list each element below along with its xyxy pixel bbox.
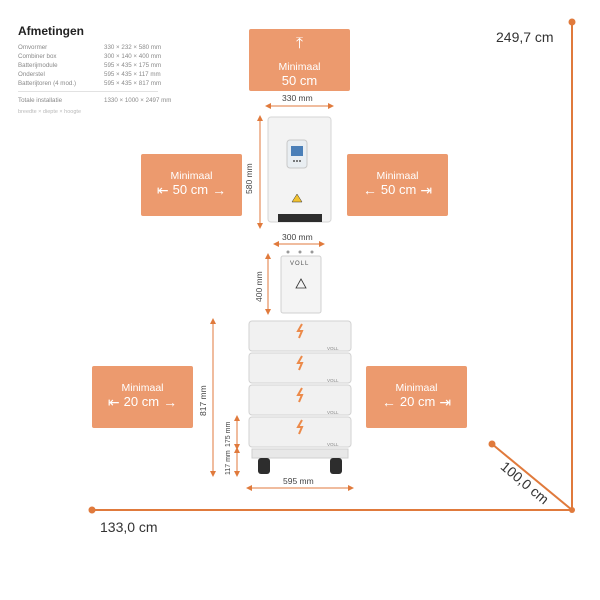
module-brand-label: VOLL — [327, 346, 339, 351]
arrow-right-icon: ⇥ — [439, 393, 452, 410]
total-height-label: 249,7 cm — [496, 29, 554, 45]
arrow-left-icon: ⇤ — [107, 393, 120, 410]
module-height-label: 175 mm — [225, 421, 232, 447]
arrow-right-icon: → — [163, 393, 178, 410]
inverter-width-label: 330 mm — [282, 93, 313, 103]
clearance-value: 50 cm — [172, 182, 209, 197]
spec-note: breedte × diepte × hoogte — [18, 109, 81, 115]
combiner-height-label: 400 mm — [254, 271, 264, 302]
combiner-brand-label: VOLL — [290, 261, 310, 267]
base-height-label: 117 mm — [225, 450, 232, 475]
clearance-value: 20 cm — [123, 394, 160, 409]
specs-title: Afmetingen — [18, 24, 84, 38]
module-brand-label: VOLL — [327, 378, 339, 383]
clearance-value: 20 cm — [399, 394, 436, 409]
module-brand-label: VOLL — [327, 410, 339, 415]
inverter-height-label: 580 mm — [244, 163, 254, 194]
spec-divider — [18, 91, 158, 92]
clearance-label: Minimaal — [278, 61, 321, 73]
clearance-right-box: Minimaal ←50 cm⇥ — [347, 154, 448, 216]
combiner-width-label: 300 mm — [282, 232, 313, 242]
clearance-top-box: ⤒ Minimaal 50 cm — [249, 29, 350, 91]
clearance-label: Minimaal — [376, 170, 419, 182]
arrow-left-icon: ← — [381, 393, 396, 410]
total-width-label: 133,0 cm — [100, 519, 158, 535]
arrow-up-icon: ⤒ — [295, 35, 304, 52]
arrow-left-icon: ⇤ — [156, 181, 169, 198]
clearance-value: 50 cm — [281, 73, 318, 88]
tower-width-label: 595 mm — [283, 476, 314, 486]
clearance-battery-right-box: Minimaal ←20 cm⇥ — [366, 366, 467, 428]
clearance-left-box: Minimaal ⇤50 cm→ — [141, 154, 242, 216]
tower-height-label: 817 mm — [198, 385, 208, 416]
arrow-left-icon: ← — [362, 181, 377, 198]
clearance-label: Minimaal — [170, 170, 213, 182]
clearance-label: Minimaal — [121, 382, 164, 394]
clearance-battery-left-box: Minimaal ⇤20 cm→ — [92, 366, 193, 428]
module-brand-label: VOLL — [327, 442, 339, 447]
clearance-label: Minimaal — [395, 382, 438, 394]
arrow-right-icon: ⇥ — [420, 181, 433, 198]
arrow-right-icon: → — [212, 181, 227, 198]
clearance-value: 50 cm — [380, 182, 417, 197]
